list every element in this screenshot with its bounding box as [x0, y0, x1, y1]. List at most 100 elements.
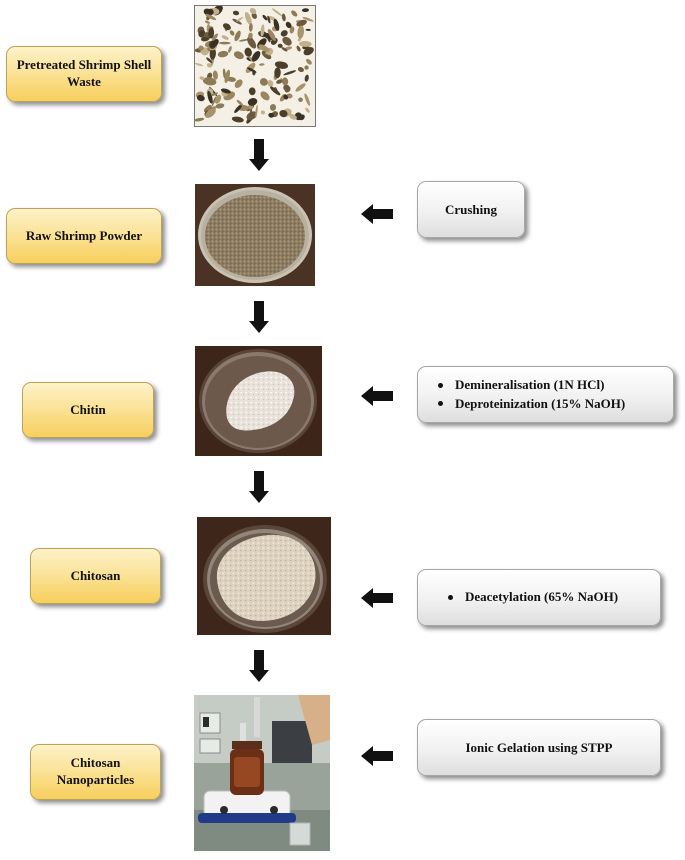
thick-left-arrow-icon — [361, 386, 393, 406]
process-text: Deacetylation (65% NaOH) — [465, 589, 619, 605]
shell-flake — [209, 47, 216, 60]
shell-flake — [249, 7, 257, 15]
shell-flake — [222, 23, 231, 31]
shell-flake — [305, 107, 310, 113]
bullet-dot-icon — [438, 382, 443, 388]
shell-flake — [285, 21, 292, 29]
thick-down-arrow-icon — [249, 471, 269, 503]
shell-flake — [251, 51, 261, 62]
shell-flake — [267, 15, 271, 24]
shell-flake — [247, 67, 257, 73]
shell-flake — [228, 46, 232, 53]
shell-flake — [269, 103, 277, 111]
shell-flake — [299, 41, 312, 47]
shell-flake — [295, 83, 306, 92]
shell-flake — [304, 65, 309, 70]
shell-flake — [244, 11, 252, 25]
shell-flake — [301, 8, 309, 13]
shell-flake — [202, 77, 217, 86]
shell-flake — [260, 91, 270, 101]
shell-flake — [211, 92, 218, 97]
shell-flake — [248, 108, 253, 120]
shell-flake — [273, 18, 280, 31]
shell-flake — [283, 94, 289, 100]
stage-label-text: Chitosan Nanoparticles — [56, 755, 135, 787]
shell-flake — [268, 112, 274, 118]
shell-flake — [260, 24, 265, 37]
shell-flake — [281, 47, 288, 52]
shell-flake — [283, 70, 297, 76]
shell-flake — [255, 104, 258, 118]
shell-flake — [236, 16, 244, 22]
shell-flake — [247, 98, 258, 106]
thick-left-arrow-icon — [361, 588, 393, 608]
stage-label-text: Pretreated Shrimp Shell Waste — [16, 57, 152, 89]
process-box-ionic-gelation: Ionic Gelation using STPP — [417, 719, 661, 776]
shell-flake — [244, 47, 252, 57]
process-box-crushing: Crushing — [417, 181, 525, 238]
thick-down-arrow-icon — [249, 650, 269, 682]
shell-flake — [297, 25, 305, 39]
shell-flake — [303, 46, 314, 56]
shell-flake — [260, 110, 265, 115]
shell-flake — [248, 23, 253, 32]
stirring-setup-image — [194, 695, 330, 851]
raw-shrimp-powder-image — [195, 184, 315, 286]
shell-flake — [234, 30, 241, 42]
shell-flake — [261, 50, 272, 60]
shell-flake — [304, 93, 311, 106]
shell-flake — [222, 68, 226, 79]
process-box-deacetylation: Deacetylation (65% NaOH) — [417, 569, 661, 626]
shrimp-shell-waste-image — [195, 6, 315, 126]
shell-flake — [232, 10, 240, 16]
shell-flake — [210, 38, 219, 48]
shell-flake — [305, 28, 311, 31]
shell-flake — [267, 29, 276, 41]
process-bullet-list: Demineralisation (1N HCl) Deproteinizati… — [438, 376, 625, 414]
shell-flake — [283, 84, 290, 91]
shell-flake — [289, 26, 295, 34]
thick-left-arrow-icon — [361, 746, 393, 766]
shell-flake — [234, 79, 243, 88]
stage-label-chitosan-nanoparticles: Chitosan Nanoparticles — [30, 744, 161, 800]
stage-label-text: Chitosan — [70, 567, 121, 583]
shell-flake — [251, 12, 257, 19]
shell-flake — [276, 79, 283, 84]
shell-flake — [299, 114, 305, 121]
shell-flake — [204, 32, 210, 38]
shell-flake — [289, 114, 297, 120]
bullet-dot-icon — [448, 595, 453, 600]
process-bullet-item: Deacetylation (65% NaOH) — [448, 588, 618, 607]
shell-flake — [296, 45, 301, 52]
shell-flake — [282, 77, 289, 85]
shell-flake — [215, 103, 225, 109]
shell-flake — [212, 70, 218, 80]
shell-flake — [298, 97, 303, 103]
shell-flake — [206, 57, 213, 63]
shell-flake — [205, 108, 216, 118]
shell-flake — [205, 13, 217, 21]
shell-flake — [236, 99, 244, 107]
shell-flake — [271, 8, 283, 17]
shell-flake — [198, 30, 206, 38]
shell-flake — [208, 27, 215, 39]
chitin-powder-photo — [195, 346, 322, 456]
stage-label-raw-shrimp-powder: Raw Shrimp Powder — [6, 208, 162, 264]
thick-left-arrow-icon — [361, 204, 393, 224]
stage-label-pretreated-shrimp-shell-waste: Pretreated Shrimp Shell Waste — [6, 46, 162, 102]
shell-flake — [206, 63, 212, 68]
shell-flake — [302, 16, 314, 22]
shell-flake — [196, 94, 205, 102]
shell-flake — [291, 10, 298, 17]
chitosan-powder-photo — [197, 517, 331, 635]
shell-flake — [224, 69, 231, 84]
shell-flake — [220, 88, 231, 94]
bullet-dot-icon — [438, 401, 443, 407]
stirring-setup-photo — [194, 695, 330, 851]
shell-flake — [248, 87, 256, 96]
shell-flake — [218, 41, 231, 45]
shell-flake — [195, 117, 205, 122]
shell-flake — [296, 19, 307, 27]
shell-flake — [279, 110, 288, 118]
shell-flake — [270, 86, 281, 96]
